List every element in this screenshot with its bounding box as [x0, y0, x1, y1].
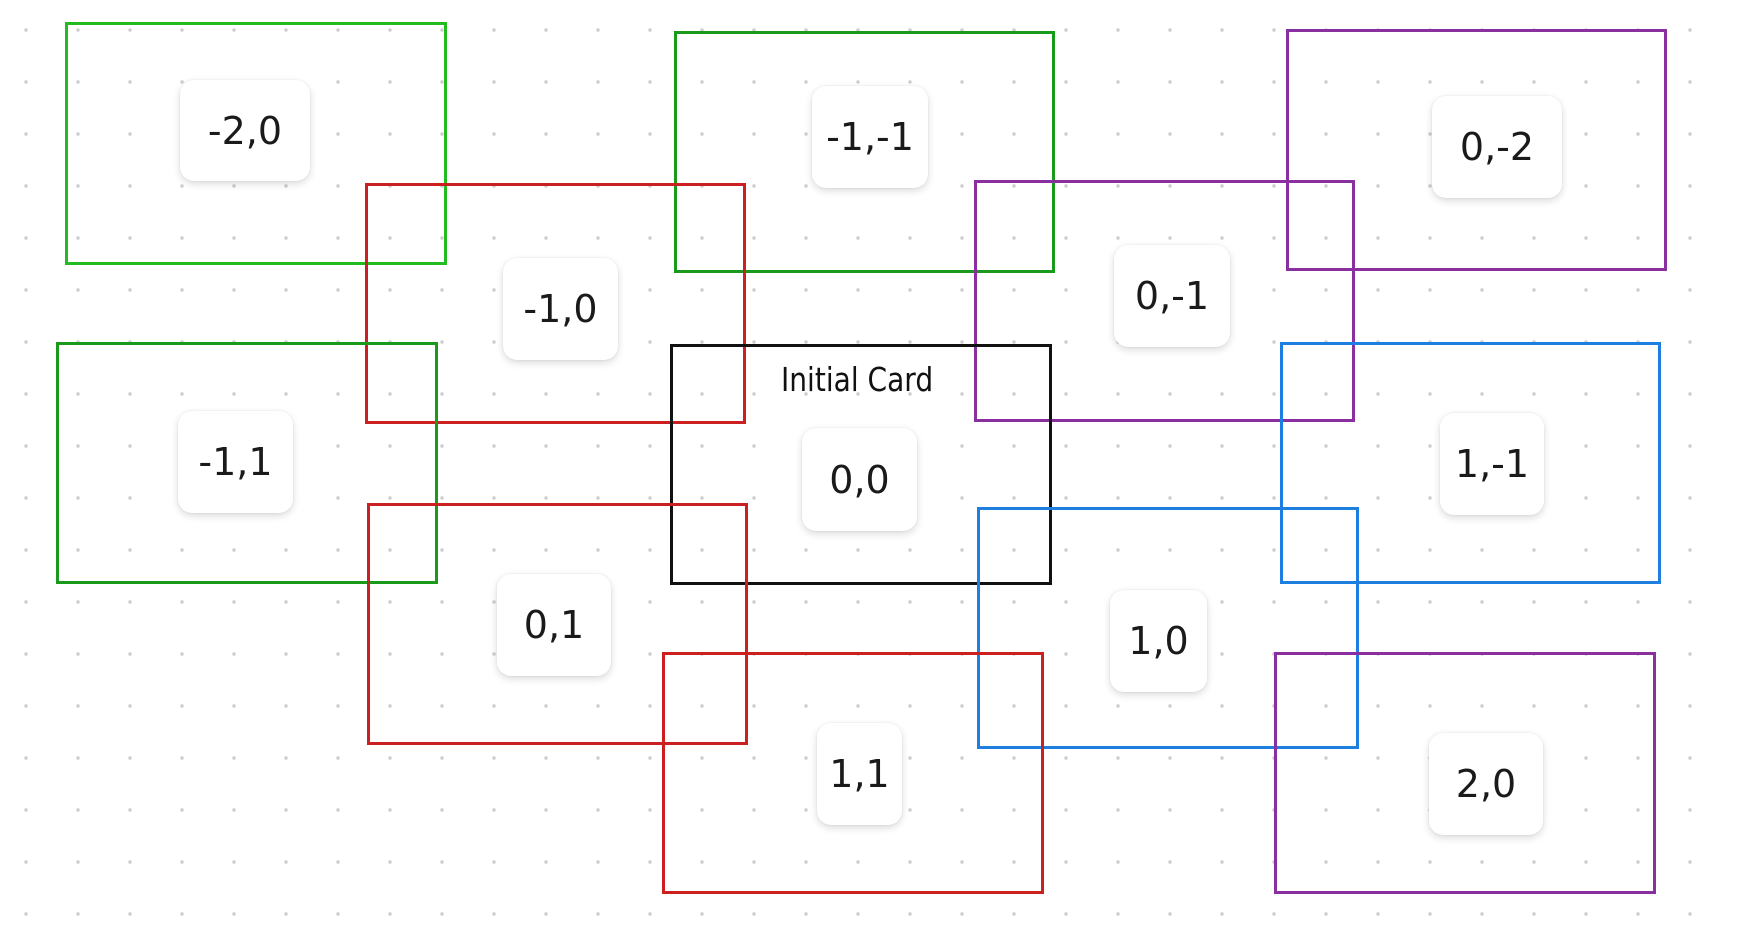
card-frame-2-0[interactable] [1274, 652, 1656, 894]
card-frame-m2-0[interactable] [65, 22, 447, 265]
coord-label-1-0: 1,0 [1110, 590, 1207, 692]
coord-label-2-0: 2,0 [1429, 733, 1543, 835]
coord-label-0-m1: 0,-1 [1114, 245, 1230, 347]
card-frame-1-m1[interactable] [1280, 342, 1661, 584]
card-frame-0-1[interactable] [367, 503, 748, 745]
coord-label-0-m2: 0,-2 [1432, 96, 1562, 198]
initial-card-frame[interactable] [670, 344, 1052, 585]
card-frame-m1-0[interactable] [365, 183, 746, 424]
coord-label-m1-0: -1,0 [503, 258, 618, 360]
card-frame-1-0[interactable] [977, 507, 1359, 749]
coord-label-m1-1: -1,1 [178, 411, 293, 513]
coord-label-0-0: 0,0 [802, 428, 917, 531]
coord-label-m1-m1: -1,-1 [812, 86, 928, 188]
card-frame-0-m1[interactable] [974, 180, 1355, 422]
initial-card-title: Initial Card [781, 360, 934, 399]
coord-label-1-1: 1,1 [817, 723, 902, 825]
coord-label-0-1: 0,1 [497, 574, 611, 676]
card-frame-m1-1[interactable] [56, 342, 438, 584]
card-frame-0-m2[interactable] [1286, 29, 1667, 271]
coord-label-1-m1: 1,-1 [1440, 413, 1544, 515]
card-frame-1-1[interactable] [662, 652, 1044, 894]
coord-label-m2-0: -2,0 [180, 80, 310, 181]
card-frame-m1-m1[interactable] [674, 31, 1055, 273]
